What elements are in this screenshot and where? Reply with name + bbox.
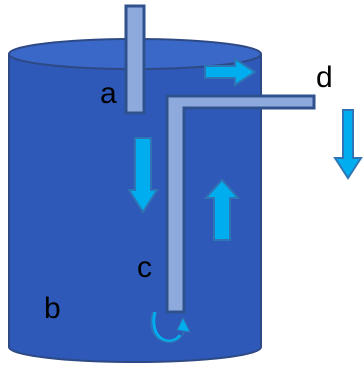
outlet-tube-c-d: [165, 94, 316, 314]
down-arrow-outside: [333, 109, 363, 180]
down-arrow-inside: [127, 137, 159, 214]
right-arrow-top: [204, 57, 257, 87]
swirl-arrowhead: [176, 316, 191, 333]
label-a: a: [100, 77, 117, 110]
label-b: b: [44, 292, 61, 325]
swirl-arrow-bottom: [150, 311, 191, 343]
label-c: c: [137, 251, 152, 284]
up-arrow-inside: [203, 178, 241, 241]
inlet-tube-a: [124, 4, 146, 115]
label-d: d: [316, 61, 333, 94]
